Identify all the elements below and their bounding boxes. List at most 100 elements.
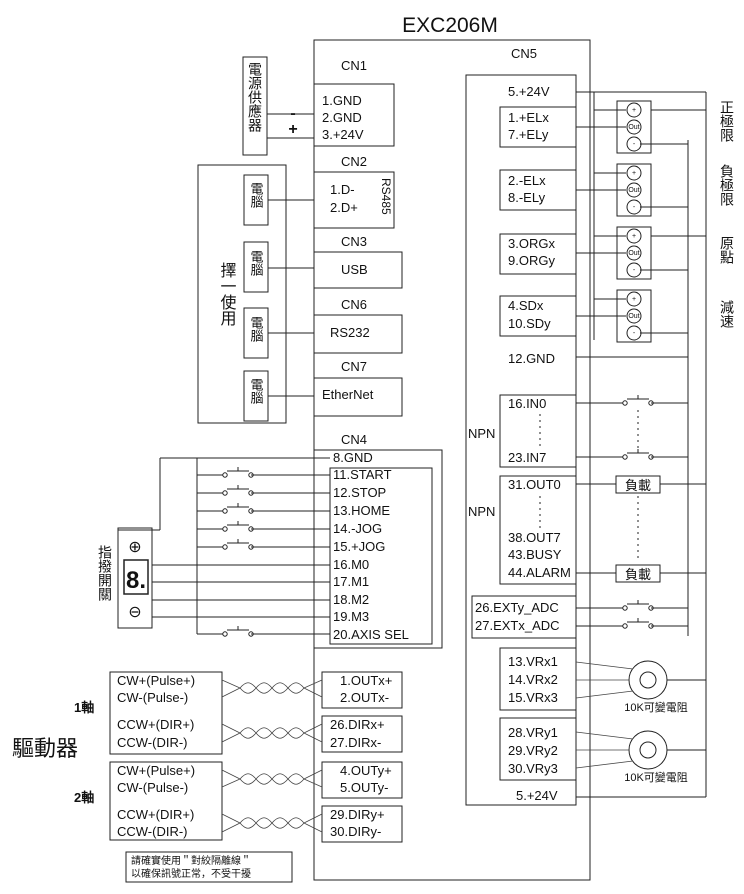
pot-y: [628, 730, 668, 770]
pot-x-label: 10K可變電阻: [624, 700, 688, 714]
cn5-vrx2: 14.VRx2: [508, 672, 558, 687]
out-x-neg: 2.OUTx-: [340, 690, 389, 705]
driver-axis2: [109, 761, 223, 841]
cn5-el-pos-x: 1.+ELx: [508, 110, 549, 125]
out-y-neg: 5.OUTy-: [340, 780, 388, 795]
sensor-origin: [576, 226, 706, 280]
axis2-pulse-neg: CW-(Pulse-): [117, 780, 188, 795]
sensor-pos-limit: [576, 100, 706, 154]
choose-one-label: 擇一使用: [218, 262, 237, 327]
twisted-pair-y-dir: [221, 813, 323, 833]
ext-x-switch: [622, 617, 654, 629]
cn3-port: USB: [341, 262, 368, 277]
computer-label: 電腦: [249, 378, 264, 404]
cn4-label: CN4: [341, 432, 367, 447]
axis1-dir-neg: CCW-(DIR-): [117, 735, 188, 750]
driver-title: 驅動器: [12, 736, 78, 761]
cn5-gnd: 12.GND: [508, 351, 555, 366]
dial-switch: ⊕ 8. ⊖: [117, 527, 153, 629]
in0-switch: [622, 394, 654, 406]
cn7-label: CN7: [341, 359, 367, 374]
cn4-pin-jog-neg: 14.-JOG: [333, 521, 382, 536]
cn5-vry3: 30.VRy3: [508, 761, 558, 776]
note-line-2: 以確保訊號正常，不受干擾: [131, 867, 251, 880]
computer-cn7: 電腦: [243, 370, 269, 422]
axis1-pulse-pos: CW+(Pulse+): [117, 673, 195, 688]
cn5-label: CN5: [511, 46, 537, 61]
computer-cn3: 電腦: [243, 241, 269, 293]
cn5-sd-y: 10.SDy: [508, 316, 551, 331]
note-line-1: 請確實使用＂對絞隔離線＂: [131, 854, 251, 867]
neg-limit-label: 負極限: [719, 164, 735, 206]
cn5-bottom-power: 5.+24V: [516, 788, 558, 803]
driver-axis1: [109, 671, 223, 755]
origin-label: 原點: [719, 236, 735, 264]
out-x-pos: 1.OUTx+: [340, 673, 392, 688]
cn5-vrx3: 15.VRx3: [508, 690, 558, 705]
cn1-label: CN1: [341, 58, 367, 73]
dial-minus: ⊖: [128, 604, 141, 621]
jog-neg-switch: [197, 520, 330, 532]
cn5-alarm: 44.ALARM: [508, 565, 571, 580]
computer-cn6: 電腦: [243, 307, 269, 359]
cn4-pin-m3: 19.M3: [333, 609, 369, 624]
cn5-out7: 38.OUT7: [508, 530, 561, 545]
out-y-pos: 4.OUTy+: [340, 763, 392, 778]
jog-pos-switch: [197, 538, 330, 550]
term-out: Out: [628, 124, 639, 131]
twisted-pair-x-pulse: [221, 679, 323, 698]
cn5-el-neg-y: 8.-ELy: [508, 190, 546, 205]
cn5-busy: 43.BUSY: [508, 547, 562, 562]
cn5-vry1: 28.VRy1: [508, 725, 558, 740]
cn2-pin-2: 2.D+: [330, 200, 358, 215]
cn6-label: CN6: [341, 297, 367, 312]
axis1-label: 1軸: [74, 700, 94, 715]
computer-label: 電腦: [249, 182, 264, 208]
axis1-pulse-neg: CW-(Pulse-): [117, 690, 188, 705]
pos-limit-label: 正極限: [719, 100, 735, 142]
axis-sel-switch: [197, 625, 330, 637]
dial-switch-label: 指撥開關: [97, 545, 113, 601]
term-minus: -: [633, 141, 636, 148]
term-minus: -: [633, 204, 636, 211]
cn5-sd-x: 4.SDx: [508, 298, 544, 313]
cn5-vry2: 29.VRy2: [508, 743, 558, 758]
cn4-pin-jog-pos: 15.+JOG: [333, 539, 385, 554]
term-minus: -: [633, 267, 636, 274]
ext-y-switch: [622, 599, 654, 611]
cn4-pin-start: 11.START: [333, 467, 392, 482]
computer-label: 電腦: [249, 250, 264, 276]
dir-y-neg: 30.DIRy-: [330, 824, 381, 839]
sensor-neg-limit: [576, 163, 688, 217]
start-switch: [197, 466, 330, 478]
cn5-org-x: 3.ORGx: [508, 236, 555, 251]
decel-label: 減速: [719, 299, 735, 329]
dir-y-pos: 29.DIRy+: [330, 807, 385, 822]
term-out: Out: [628, 250, 639, 257]
cn1-pin-1: 1.GND: [322, 93, 362, 108]
twisted-pair-note: [125, 851, 293, 883]
cn4-pin-stop: 12.STOP: [333, 485, 386, 500]
power-plus-sign: +: [288, 121, 297, 138]
cn2-label: CN2: [341, 154, 367, 169]
cn5-ext-y: 26.EXTy_ADC: [475, 600, 559, 615]
twisted-pair-y-pulse: [221, 769, 323, 788]
term-out: Out: [628, 313, 639, 320]
twisted-pair-x-dir: [221, 723, 323, 743]
power-supply-label: 電源供應器: [247, 62, 263, 132]
cn6-port: RS232: [330, 325, 370, 340]
axis1-dir-pos: CCW+(DIR+): [117, 717, 194, 732]
term-minus: -: [633, 330, 636, 337]
cn5-out0: 31.OUT0: [508, 477, 561, 492]
cn5-el-pos-y: 7.+ELy: [508, 127, 549, 142]
dir-x-pos: 26.DIRx+: [330, 717, 385, 732]
npn-outputs-label: NPN: [468, 504, 495, 519]
axis2-pulse-pos: CW+(Pulse+): [117, 763, 195, 778]
pot-y-label: 10K可變電阻: [624, 770, 688, 784]
cn4-pin-m2: 18.M2: [333, 592, 369, 607]
axis2-dir-pos: CCW+(DIR+): [117, 807, 194, 822]
choose-one-group: [197, 164, 287, 424]
computer-cn2: 電腦: [243, 174, 269, 226]
cn4-pin-m1: 17.M1: [333, 574, 369, 589]
